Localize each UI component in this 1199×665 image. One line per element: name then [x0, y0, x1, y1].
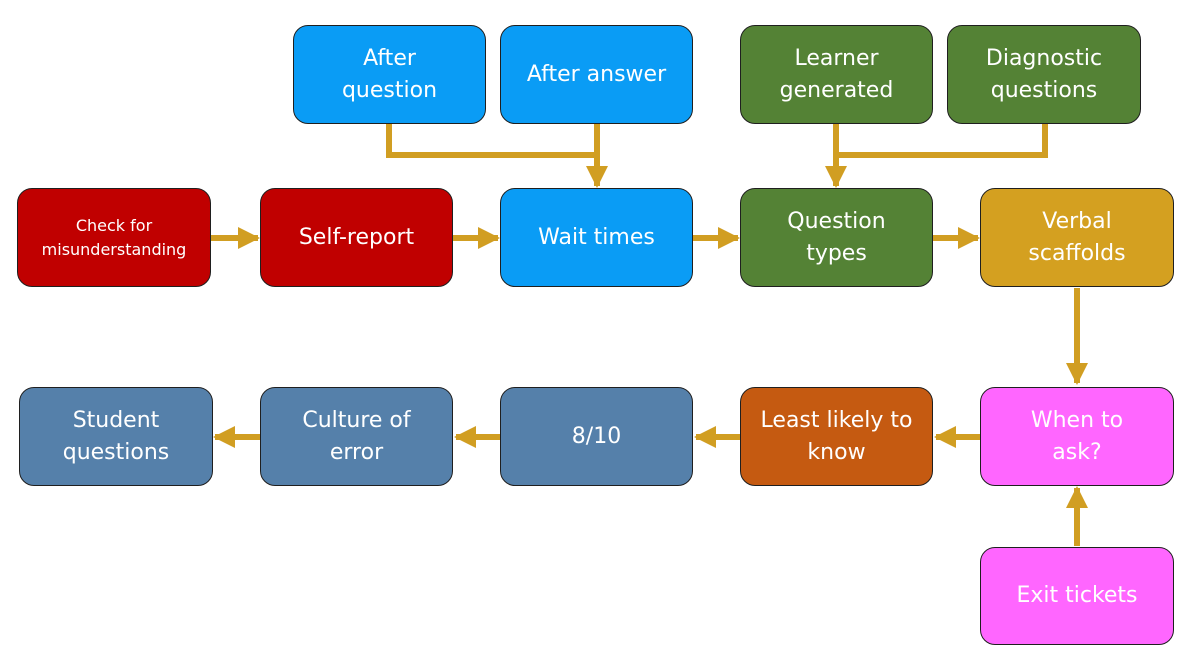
arrow-after-question-to-wait-times — [386, 124, 597, 158]
node-learner-generated: Learner generated — [740, 25, 933, 124]
node-culture-of-error: Culture of error — [260, 387, 453, 486]
node-least-likely-to-know: Least likely to know — [740, 387, 933, 486]
node-self-report: Self-report — [260, 188, 453, 287]
node-after-answer: After answer — [500, 25, 693, 124]
node-check-for-misunderstanding: Check for misunderstanding — [17, 188, 211, 287]
arrow-diagnostic-to-question-types — [836, 124, 1048, 158]
node-after-question: After question — [293, 25, 486, 124]
node-wait-times: Wait times — [500, 188, 693, 287]
node-exit-tickets: Exit tickets — [980, 547, 1174, 645]
node-diagnostic-questions: Diagnostic questions — [947, 25, 1141, 124]
node-when-to-ask: When to ask? — [980, 387, 1174, 486]
node-question-types: Question types — [740, 188, 933, 287]
node-8-10: 8/10 — [500, 387, 693, 486]
node-verbal-scaffolds: Verbal scaffolds — [980, 188, 1174, 287]
node-student-questions: Student questions — [19, 387, 213, 486]
